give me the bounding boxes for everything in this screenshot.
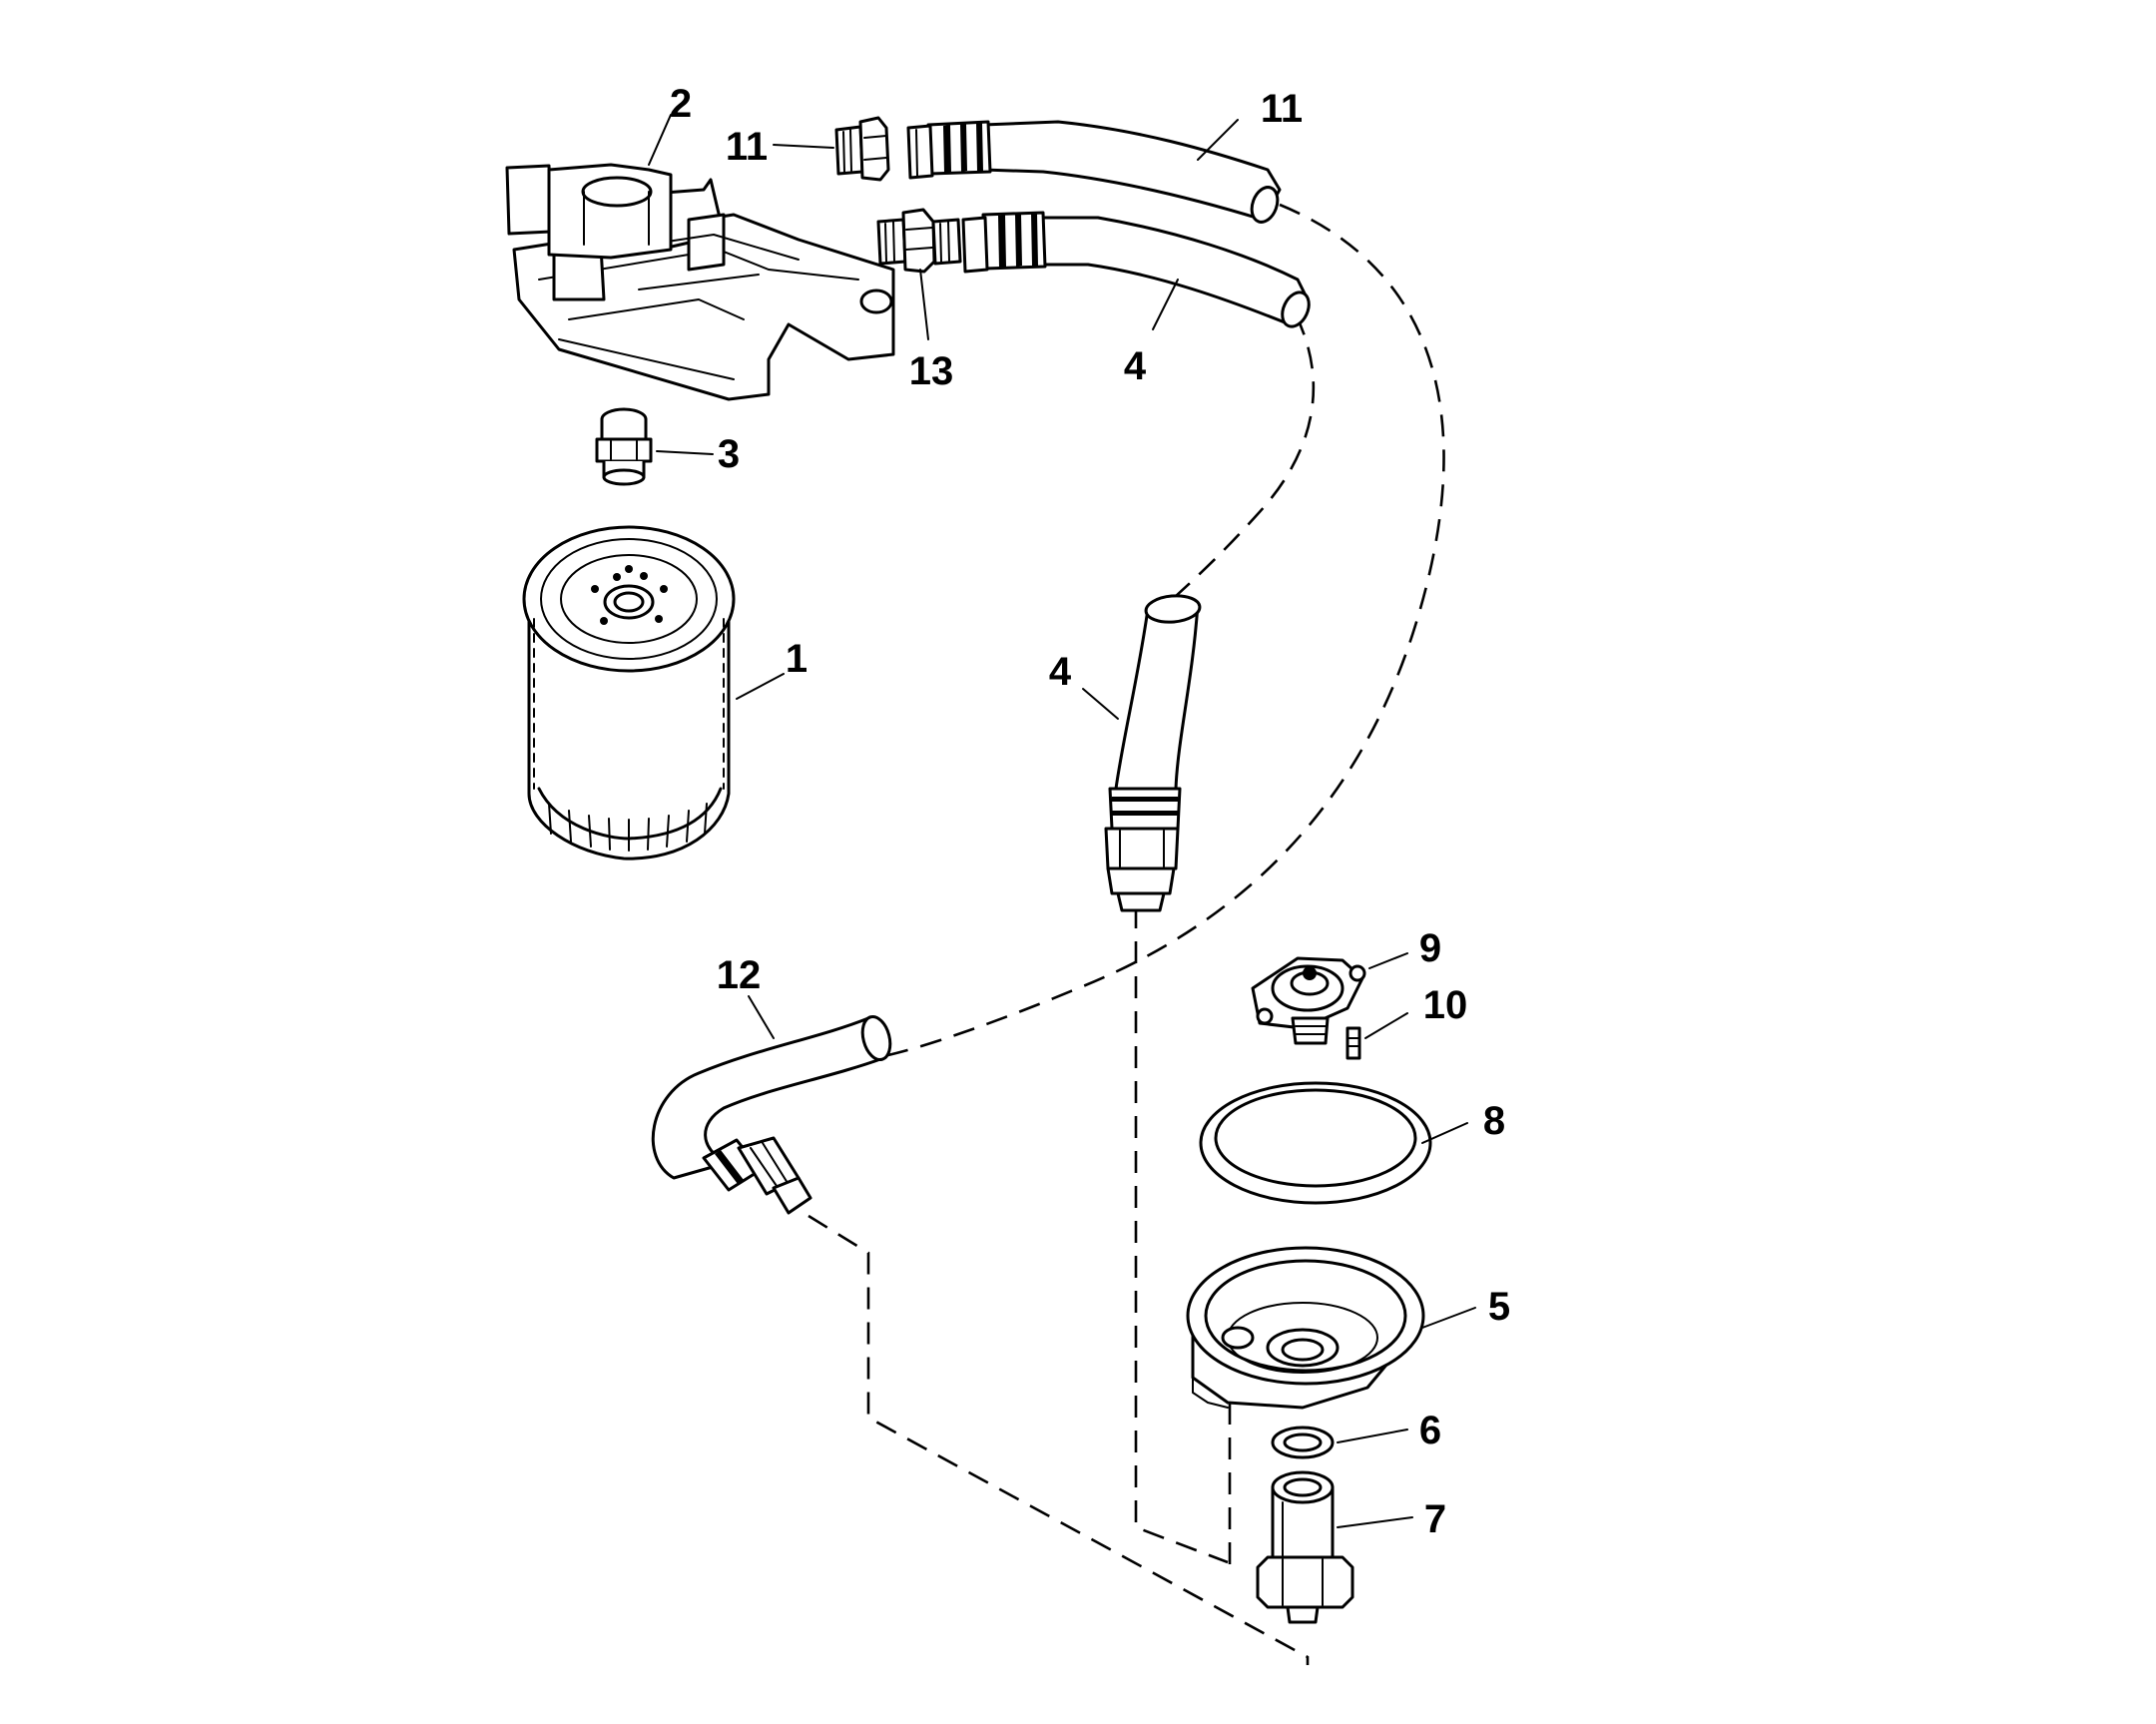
seal-ring-8 — [1199, 1081, 1432, 1205]
filter-head-bracket — [505, 163, 895, 401]
callout-7: 7 — [1424, 1497, 1446, 1541]
callout-8: 8 — [1483, 1099, 1505, 1143]
oil-filter-1 — [522, 525, 736, 861]
callout-10: 10 — [1423, 983, 1468, 1027]
callout-2: 2 — [670, 82, 692, 126]
routing-line-lower-fitting — [808, 1214, 1310, 1665]
callout-11b: 12 — [717, 953, 762, 997]
hose-4-lower — [1104, 594, 1202, 912]
hose-11-upper — [906, 120, 1282, 224]
routing-line-hose-11 — [882, 203, 1445, 1058]
washer-6 — [1271, 1426, 1335, 1459]
callout-5: 5 — [1488, 1285, 1510, 1329]
callout-13: 13 — [909, 349, 954, 393]
callout-11a: 11 — [1261, 87, 1303, 131]
callout-1: 1 — [786, 637, 808, 681]
routing-line-hose-4 — [1172, 313, 1316, 600]
callout-4b: 4 — [1049, 650, 1072, 694]
hose-4-upper — [961, 211, 1311, 328]
callout-12: 11 — [726, 125, 768, 169]
callout-9: 9 — [1419, 926, 1441, 970]
center-nipple-3 — [595, 407, 653, 486]
adapter-7 — [1256, 1470, 1354, 1624]
filter-base-5 — [1186, 1246, 1425, 1410]
leader-lines — [648, 114, 1476, 1528]
callout-6: 6 — [1419, 1409, 1441, 1452]
routing-line-fitting-to-base — [1134, 906, 1229, 1564]
callout-labels: 2 11 11 13 4 3 1 4 12 9 10 8 5 6 7 — [670, 82, 1510, 1541]
fitting-12 — [834, 116, 890, 182]
fitting-13 — [876, 208, 962, 274]
callout-3: 3 — [718, 432, 740, 476]
valve-9 — [1251, 956, 1366, 1045]
hose-11-lower — [651, 1014, 892, 1215]
routing-lines — [808, 203, 1445, 1665]
screw-10 — [1346, 1026, 1361, 1060]
callout-4a: 4 — [1124, 344, 1147, 388]
